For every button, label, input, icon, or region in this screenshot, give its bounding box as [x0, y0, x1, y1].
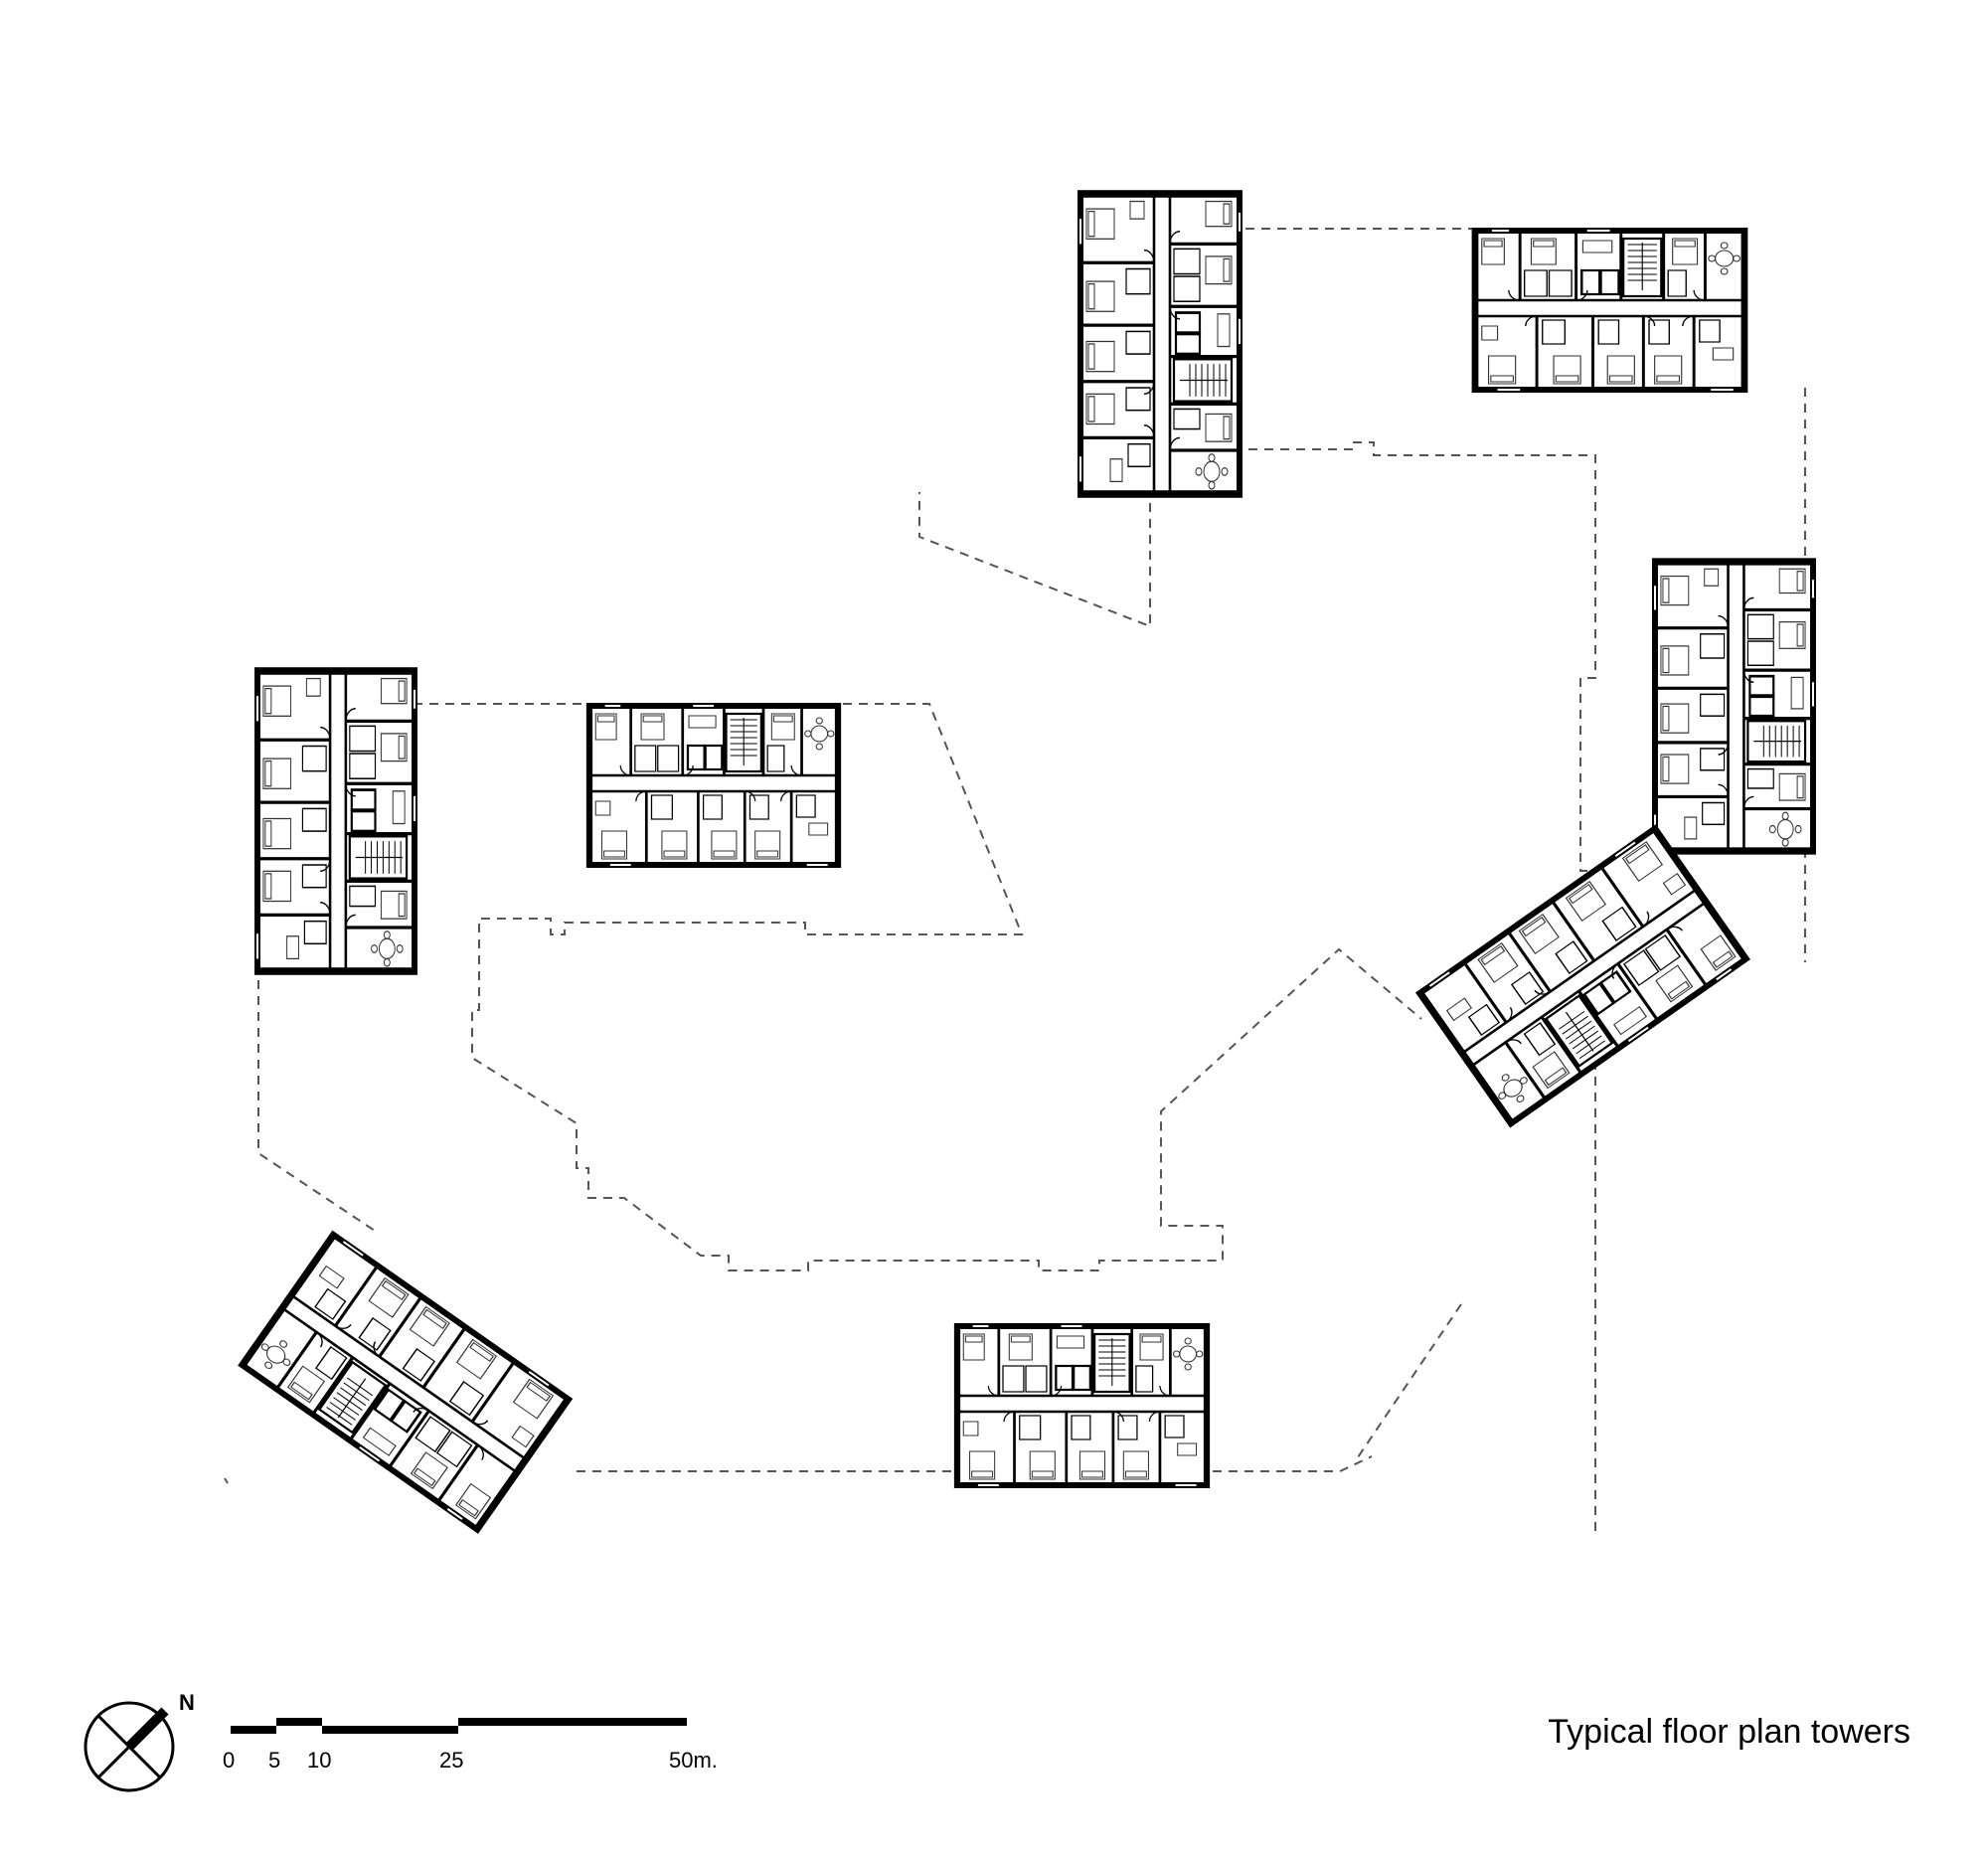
- tower-north: [1080, 194, 1240, 494]
- tower-east: [1655, 562, 1813, 851]
- scale-tick-10: 10: [307, 1748, 331, 1773]
- scale-bar: [231, 1718, 687, 1734]
- tower-center: [589, 706, 838, 865]
- tower-southeast: [1420, 829, 1746, 1123]
- scale-tick-25: 25: [439, 1748, 463, 1773]
- tower-west: [257, 671, 414, 971]
- drawing-title: Typical floor plan towers: [1548, 1713, 1910, 1751]
- scale-tick-5: 5: [268, 1748, 280, 1773]
- north-label: N: [179, 1690, 195, 1715]
- north-arrow: [83, 1701, 175, 1792]
- scale-tick-50: 50m.: [669, 1748, 718, 1773]
- tower-south: [957, 1326, 1207, 1485]
- scale-tick-0: 0: [223, 1748, 235, 1773]
- tower-northeast: [1475, 231, 1744, 390]
- tower-southwest: [243, 1235, 569, 1529]
